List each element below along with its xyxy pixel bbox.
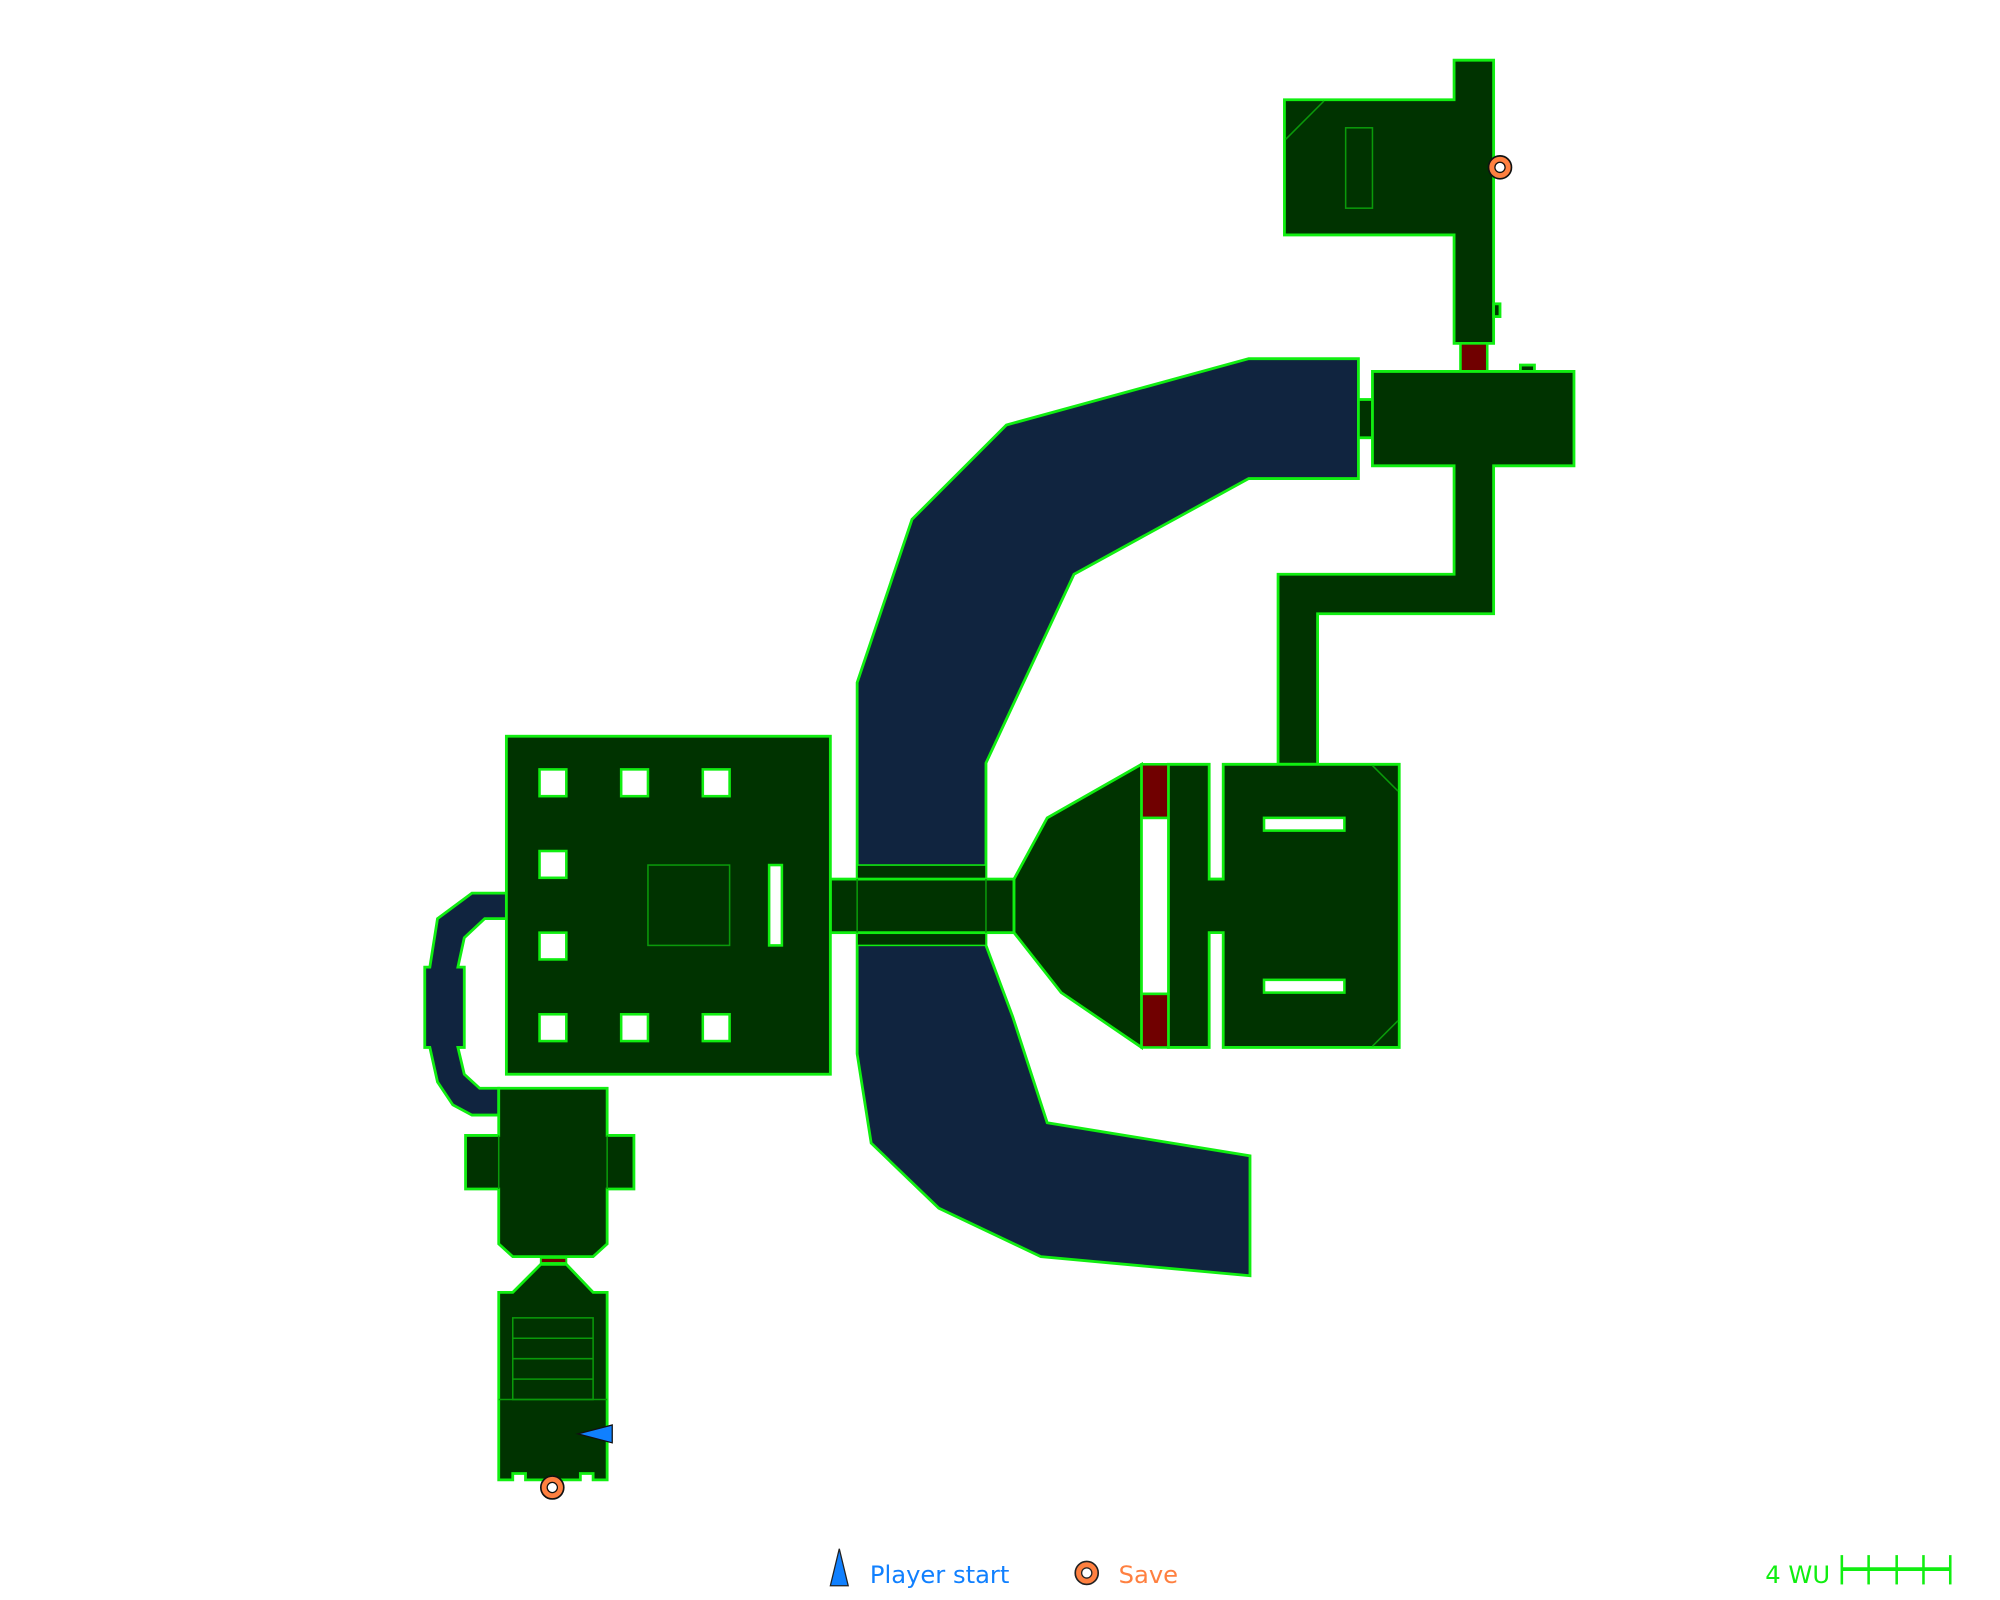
legend: Player start Save 4 WU [829,1548,1952,1589]
room-south-antechamber [464,1086,636,1259]
locked-door-east-upper[interactable] [1140,763,1170,820]
pillar [538,1013,568,1043]
pillar [538,768,568,798]
legend-player-start-label: Player start [870,1561,1009,1589]
pillar [538,849,568,880]
locked-door-north[interactable] [1459,342,1489,373]
legend-save-label: Save [1119,1561,1178,1589]
pillar [619,1013,650,1043]
locked-door-south[interactable] [539,1256,568,1264]
water-channel-main [855,357,1360,1278]
water-channel-west-loop [423,891,508,1117]
player-start-legend-icon [829,1548,850,1587]
scale-bar [1840,1555,1952,1585]
locked-door-east-lower[interactable] [1140,992,1170,1049]
pillar [701,768,731,798]
scale-label: 4 WU [1765,1561,1830,1589]
room-west-hall [504,734,832,1076]
save-ring-icon[interactable] [1487,155,1513,180]
room-east-fortress [1012,761,1401,1051]
room-south-hall [497,1262,609,1482]
pillar [538,931,568,961]
room-north-tower [1283,58,1502,345]
player-start-arrow-icon[interactable] [575,1424,613,1444]
bridge [828,864,1016,947]
pillar [619,768,650,798]
save-ring-icon[interactable] [539,1475,565,1500]
pillar [701,1013,731,1043]
